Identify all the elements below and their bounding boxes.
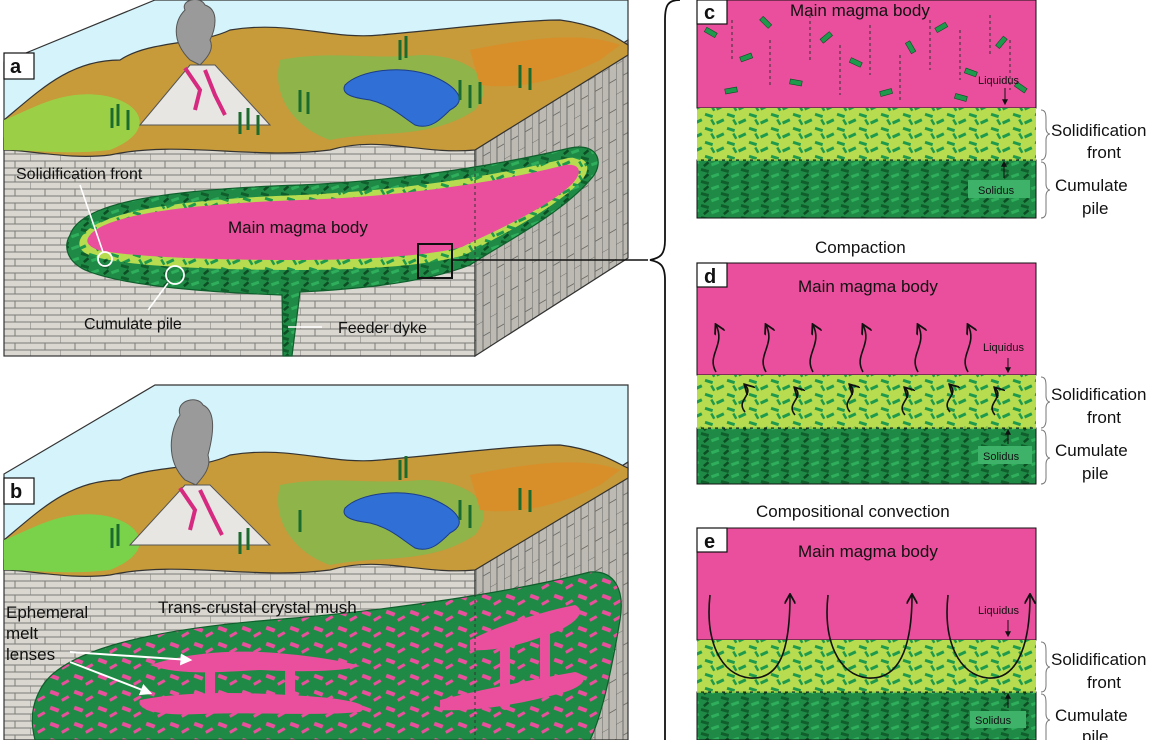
panel-e-solidus-box bbox=[970, 711, 1026, 728]
panel-b: b Trans-crustal crystal mush Ephemeral m… bbox=[3, 384, 629, 740]
panel-b-plume bbox=[170, 399, 214, 486]
panel-b-melt-lens-5 bbox=[205, 620, 550, 710]
panel-c-cumulate-1: Cumulate bbox=[1055, 176, 1128, 195]
panel-b-label-ephemeral: Ephemeral bbox=[6, 603, 88, 622]
panel-c-letter: c bbox=[704, 2, 715, 24]
panel-a-label-feeder-dyke: Feeder dyke bbox=[338, 320, 427, 337]
panel-e-solidus: Solidus bbox=[975, 715, 1012, 727]
panel-e-mush bbox=[697, 640, 1036, 692]
panel-e-letter-box bbox=[696, 527, 728, 553]
panel-c-solidus: Solidus bbox=[978, 185, 1015, 197]
panel-d-cumulate-2: pile bbox=[1082, 464, 1108, 483]
panel-c-cumulate-2: pile bbox=[1082, 199, 1108, 218]
panel-b-label-trans-crustal: Trans-crustal crystal mush bbox=[158, 598, 357, 617]
panel-d-mush bbox=[697, 375, 1036, 428]
panel-c-liquidus: Liquidus bbox=[978, 75, 1019, 87]
panel-d-letter-box bbox=[696, 262, 728, 288]
panel-b-label-melt: melt bbox=[6, 624, 38, 643]
panel-d: Compaction d Main magma body Liquidus So… bbox=[696, 238, 1146, 485]
panel-d-liquidus: Liquidus bbox=[983, 342, 1024, 354]
panel-a-label-cumulate-pile: Cumulate pile bbox=[84, 316, 182, 333]
panel-d-solidification-1: Solidification bbox=[1051, 385, 1146, 404]
panel-b-lens-arrow-2 bbox=[69, 661, 153, 696]
panel-c-letter-box bbox=[696, 0, 728, 25]
panel-c-solidification-2: front bbox=[1087, 143, 1121, 162]
panel-a-solidification-marker bbox=[97, 251, 113, 267]
panel-b-volcano bbox=[128, 484, 272, 546]
panel-a-lake bbox=[343, 69, 460, 127]
panel-b-lake bbox=[343, 492, 460, 550]
panel-d-magma bbox=[696, 262, 1037, 376]
panel-e-cumulate-2: pile bbox=[1082, 727, 1108, 740]
panel-e-title: Compositional convection bbox=[756, 502, 950, 521]
panel-e-cumulate-1: Cumulate bbox=[1055, 706, 1128, 725]
panel-a-zoom-box bbox=[417, 243, 453, 279]
panel-a-letter-box bbox=[3, 52, 35, 80]
panel-d-letter: d bbox=[704, 266, 716, 288]
panel-a: a Solidification front Main magma body C… bbox=[3, 0, 648, 358]
panel-e-convection-arrows bbox=[708, 595, 1030, 679]
panel-a-main-magma bbox=[87, 164, 579, 260]
panel-c-solidus-box bbox=[968, 180, 1030, 198]
panel-b-letter-box bbox=[3, 477, 35, 505]
panel-c-magma bbox=[696, 0, 1037, 109]
panel-d-cumulate-1: Cumulate bbox=[1055, 441, 1128, 460]
panel-b-lens-arrow-1 bbox=[69, 651, 193, 666]
panel-c-main-label: Main magma body bbox=[790, 1, 930, 20]
panel-c-solidification-1: Solidification bbox=[1051, 121, 1146, 140]
panel-d-solidification-2: front bbox=[1087, 408, 1121, 427]
panel-d-solidus: Solidus bbox=[983, 451, 1020, 463]
panel-d-solidus-box bbox=[978, 446, 1032, 464]
panel-e-solidification-1: Solidification bbox=[1051, 650, 1146, 669]
panel-a-letter: a bbox=[10, 56, 22, 78]
panel-a-label-solidification-front: Solidification front bbox=[16, 166, 143, 183]
panel-c: c Main magma body Liquidus Solidus Solid… bbox=[696, 0, 1146, 219]
panel-a-label-main-magma: Main magma body bbox=[228, 218, 368, 237]
panel-e-magma bbox=[696, 527, 1037, 641]
panel-d-title: Compaction bbox=[815, 238, 906, 257]
panel-c-settling-crystals bbox=[703, 15, 1028, 102]
panel-a-plume bbox=[175, 0, 216, 66]
panel-e-letter: e bbox=[704, 531, 715, 553]
panel-e-solidification-2: front bbox=[1087, 673, 1121, 692]
panel-d-main-label: Main magma body bbox=[798, 277, 938, 296]
panel-b-melt-lens-1 bbox=[150, 651, 360, 673]
panel-e: Compositional convection e Main magma bo… bbox=[696, 502, 1146, 740]
panel-a-cumulate-marker bbox=[165, 265, 185, 285]
panel-b-melt-lens-2 bbox=[139, 693, 364, 715]
panel-d-upwelling-arrows bbox=[712, 325, 998, 416]
panel-c-mush bbox=[697, 108, 1036, 160]
panel-b-melt-lens-3 bbox=[470, 605, 580, 651]
panel-e-liquidus: Liquidus bbox=[978, 605, 1019, 617]
panels-bracket bbox=[649, 0, 681, 740]
panel-b-label-lenses: lenses bbox=[6, 645, 55, 664]
panel-a-volcano bbox=[138, 64, 272, 126]
panel-b-letter: b bbox=[10, 481, 22, 503]
panel-e-main-label: Main magma body bbox=[798, 542, 938, 561]
